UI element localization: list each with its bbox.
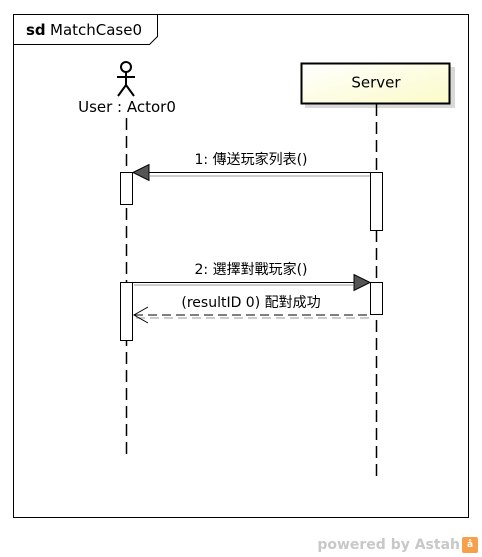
actor-activation-2 bbox=[120, 282, 133, 341]
server-box bbox=[300, 62, 451, 105]
frame-tab bbox=[13, 14, 158, 45]
actor-activation-1 bbox=[120, 172, 133, 205]
frame-keyword: sd bbox=[26, 21, 46, 39]
actor-icon bbox=[117, 61, 135, 97]
message-1-arrowhead bbox=[131, 163, 150, 182]
message-2-label: 2: 選擇對戰玩家() bbox=[195, 261, 308, 278]
actor-label: User : Actor0 bbox=[78, 98, 176, 116]
watermark-text: powered by Astah bbox=[317, 537, 460, 553]
astah-logo-icon: å bbox=[462, 537, 478, 553]
server-activation-2 bbox=[370, 282, 383, 315]
server-activation-1 bbox=[370, 172, 383, 231]
watermark: powered by Astah å bbox=[317, 537, 478, 553]
frame-title: MatchCase0 bbox=[50, 21, 142, 39]
message-3-arrowhead bbox=[132, 306, 149, 324]
server-label: Server bbox=[351, 74, 401, 92]
message-2-arrowhead bbox=[353, 273, 372, 292]
message-1-label: 1: 傳送玩家列表() bbox=[195, 151, 308, 168]
message-3-label: (resultID 0) 配對成功 bbox=[181, 295, 320, 311]
